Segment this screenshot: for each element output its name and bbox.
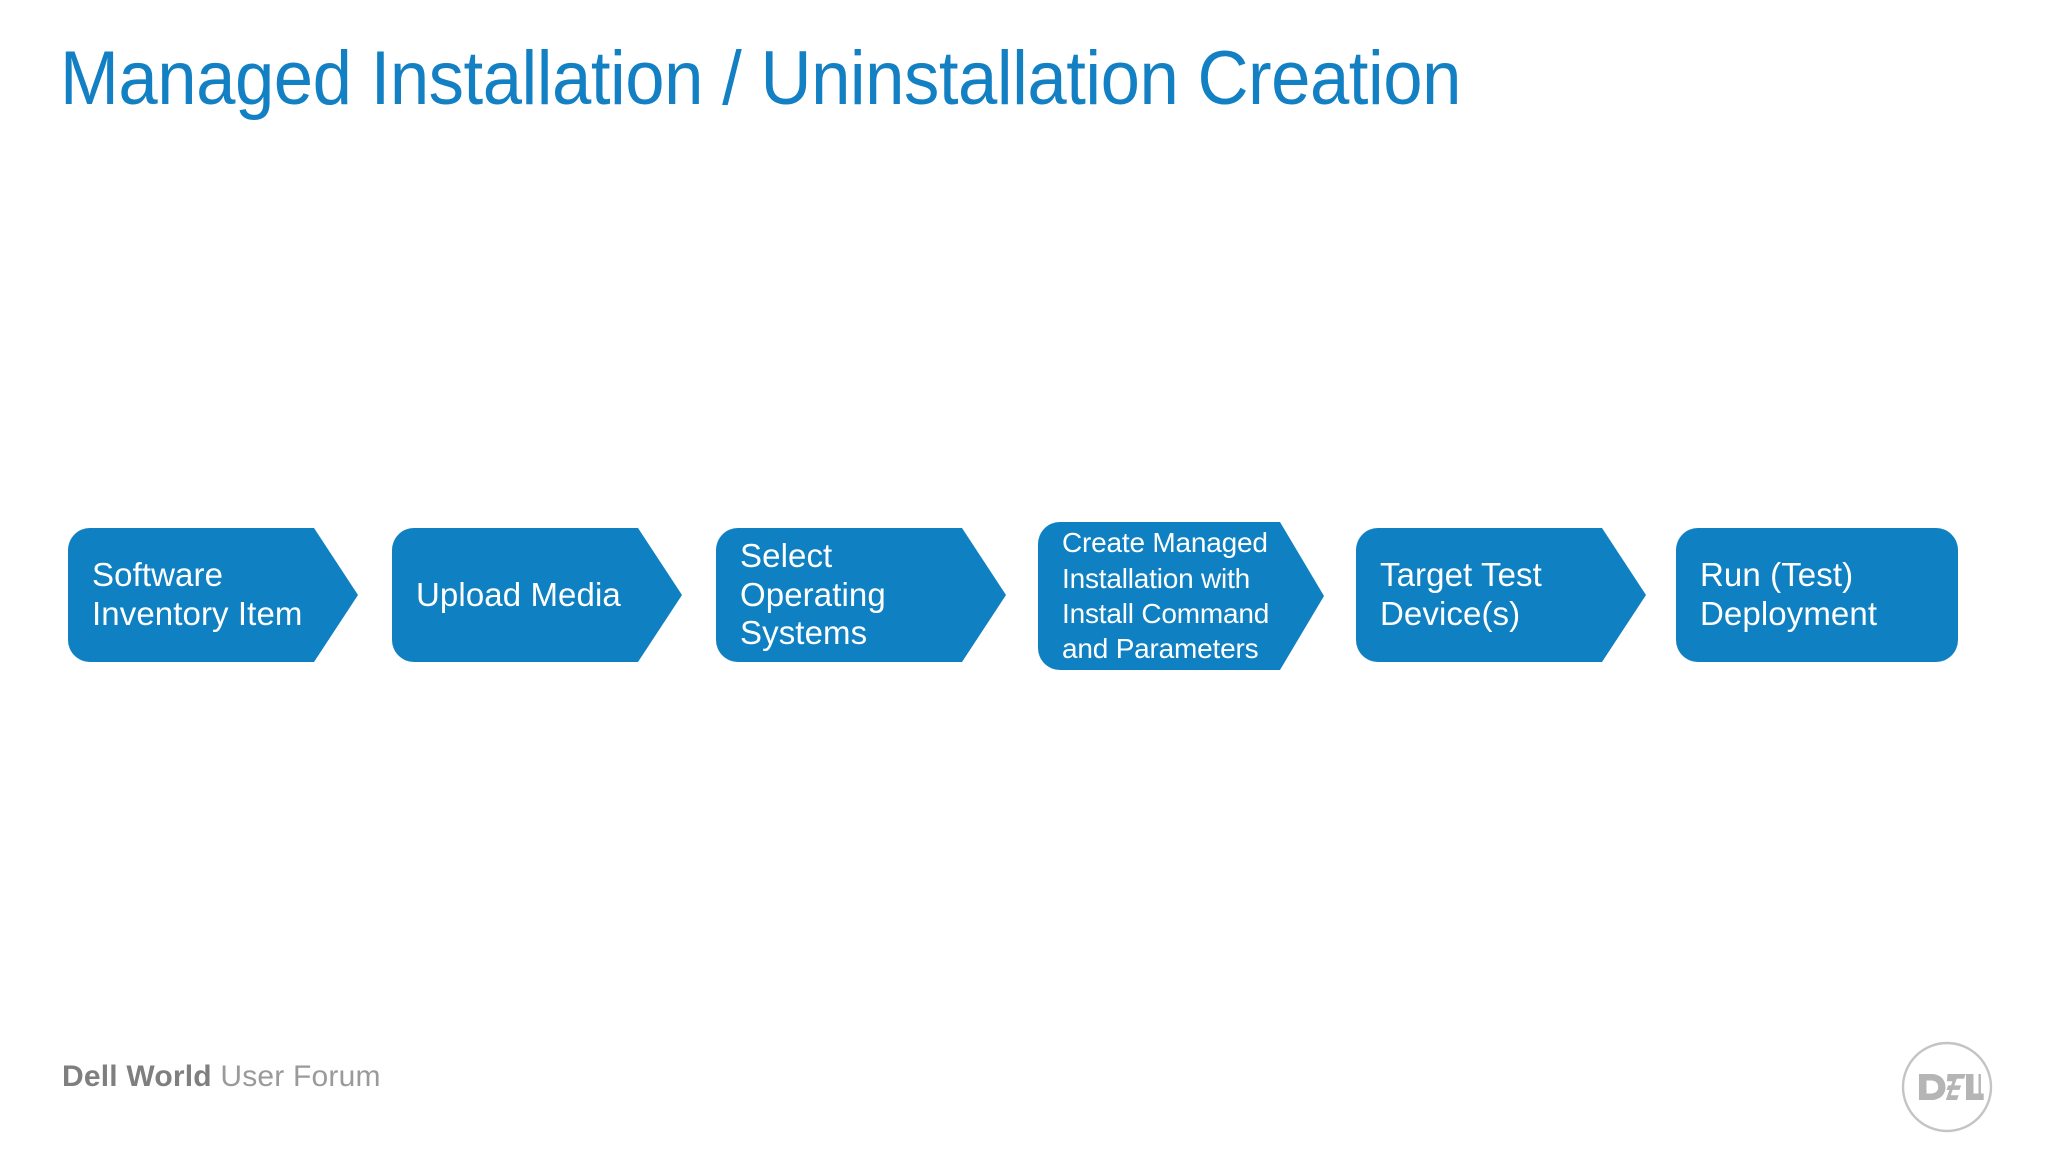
process-step-6[interactable]: Run (Test) Deployment <box>1676 528 1958 662</box>
process-step-2-label: Upload Media <box>416 575 621 613</box>
process-step-6-label: Run (Test) Deployment <box>1700 556 1878 632</box>
footer-brand-light: User Forum <box>211 1060 381 1093</box>
step-shape-rounding <box>1356 528 1404 662</box>
step-shape-rounding <box>392 528 440 662</box>
process-step-3-label: Select Operating Systems <box>740 537 886 652</box>
process-step-5[interactable]: Target Test Device(s) <box>1356 528 1646 662</box>
process-step-5-label: Target Test Device(s) <box>1380 556 1542 632</box>
process-step-2[interactable]: Upload Media <box>392 528 682 662</box>
footer-brand: Dell World User Forum <box>62 1060 381 1094</box>
step-shape-rounding <box>716 528 764 662</box>
footer-brand-strong: Dell World <box>62 1060 212 1093</box>
page-title: Managed Installation / Uninstallation Cr… <box>60 36 1461 121</box>
process-step-4[interactable]: Create Managed Installation with Install… <box>1038 522 1324 670</box>
dell-logo-icon <box>1901 1041 1993 1133</box>
step-shape-rounding <box>68 528 116 662</box>
process-step-4-label: Create Managed Installation with Install… <box>1062 527 1270 665</box>
process-step-3[interactable]: Select Operating Systems <box>716 528 1006 662</box>
process-step-1[interactable]: Software Inventory Item <box>68 528 358 662</box>
step-shape-rounding <box>1038 522 1086 670</box>
process-step-1-label: Software Inventory Item <box>92 556 303 632</box>
